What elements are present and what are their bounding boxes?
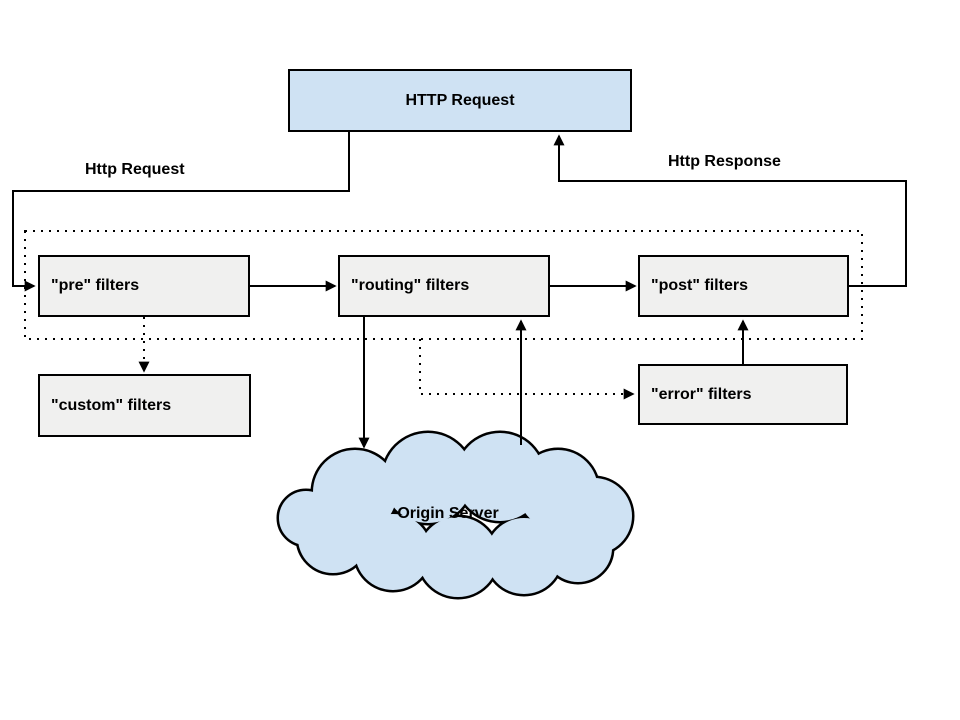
edge-post-to-http-response bbox=[553, 134, 907, 287]
edge-chain-to-error-dotted bbox=[419, 339, 635, 400]
post-filters-node: "post" filters bbox=[638, 255, 849, 317]
edge-http-request-to-pre bbox=[12, 132, 350, 292]
http-response-edge-label: Http Response bbox=[668, 153, 781, 170]
custom-filters-node: "custom" filters bbox=[38, 374, 251, 437]
error-filters-node: "error" filters bbox=[638, 364, 848, 425]
origin-server-label: Origin Server bbox=[397, 505, 499, 522]
http-request-edge-label: Http Request bbox=[85, 161, 185, 178]
pre-filters-node: "pre" filters bbox=[38, 255, 250, 317]
http-request-node: HTTP Request bbox=[288, 69, 632, 132]
routing-filters-node: "routing" filters bbox=[338, 255, 550, 317]
